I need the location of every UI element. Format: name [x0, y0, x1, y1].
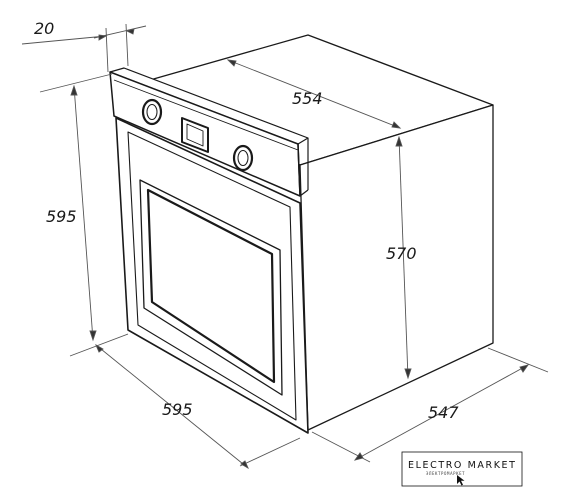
cursor-icon — [457, 475, 465, 486]
dim-label-side-depth: 547 — [428, 403, 459, 422]
dim-label-front-width: 595 — [162, 400, 193, 419]
dim-label-top-depth: 20 — [34, 19, 54, 38]
control-panel-right-return — [299, 189, 309, 197]
oven-door — [139, 179, 283, 396]
dim-label-body-depth: 554 — [292, 89, 323, 108]
door-outer-frame — [127, 131, 297, 421]
dim-label-body-height: 570 — [386, 244, 417, 263]
display-icon — [181, 117, 209, 153]
electro-market-logo: ELECTRO MARKET ЭЛЕКТРОМАРКЕТ — [401, 451, 523, 487]
logo-sub-text: ЭЛЕКТРОМАРКЕТ — [426, 471, 465, 476]
knob-right-icon — [232, 144, 254, 172]
dimension-lines — [21, 23, 549, 470]
knob-left-icon — [141, 98, 163, 126]
control-panel — [109, 67, 309, 197]
dim-label-front-height: 595 — [46, 207, 77, 226]
door-window-glass — [146, 188, 276, 384]
logo-main-text: ELECTRO MARKET — [408, 460, 517, 471]
control-panel-edge — [113, 79, 299, 151]
oven-body — [115, 34, 494, 434]
control-panel-edge-right — [297, 143, 301, 197]
door-window-frame — [139, 179, 283, 396]
oven-front-face — [115, 117, 309, 434]
